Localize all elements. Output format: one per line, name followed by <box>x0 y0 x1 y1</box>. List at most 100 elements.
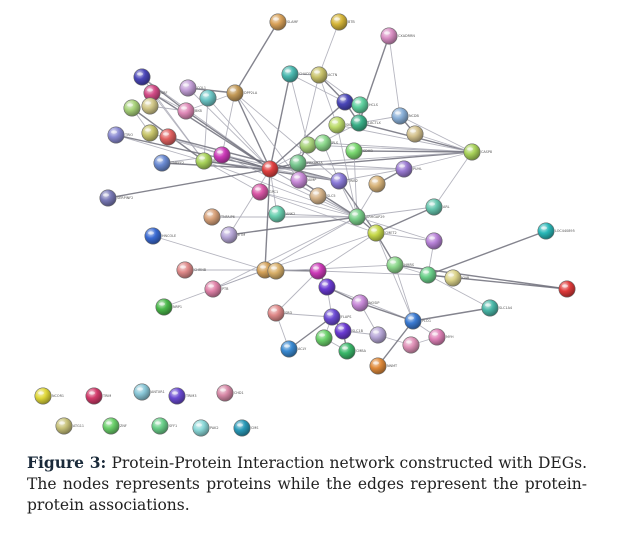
protein-node-circle[interactable] <box>369 357 387 375</box>
protein-node-circle[interactable] <box>267 304 285 322</box>
protein-node-circle[interactable] <box>280 340 298 358</box>
protein-node-circle[interactable] <box>85 387 103 405</box>
protein-node-circle[interactable] <box>481 299 499 317</box>
protein-node[interactable]: BTB <box>330 13 356 31</box>
protein-node[interactable]: ARHGAP29 <box>348 208 385 226</box>
protein-node[interactable] <box>402 336 420 354</box>
protein-node[interactable] <box>261 160 279 178</box>
protein-node-circle[interactable] <box>367 224 385 242</box>
protein-node-circle[interactable] <box>233 419 251 437</box>
protein-node[interactable]: GPC1 <box>251 183 278 201</box>
protein-node-circle[interactable] <box>168 387 186 405</box>
protein-node[interactable] <box>425 232 443 250</box>
protein-node[interactable]: RHD <box>195 152 221 170</box>
protein-node[interactable]: TRIB2 <box>330 172 358 190</box>
protein-node[interactable] <box>368 175 386 193</box>
protein-node-circle[interactable] <box>328 116 346 134</box>
protein-node[interactable]: PLS <box>314 134 338 152</box>
protein-node-circle[interactable] <box>34 387 52 405</box>
protein-node[interactable]: PTB <box>204 280 229 298</box>
protein-node-circle[interactable] <box>133 68 151 86</box>
protein-node[interactable]: NCDB <box>391 107 420 125</box>
protein-node-circle[interactable] <box>281 65 299 83</box>
protein-node[interactable] <box>141 124 159 142</box>
protein-node-circle[interactable] <box>133 383 151 401</box>
protein-node-circle[interactable] <box>428 328 446 346</box>
protein-node-circle[interactable] <box>155 298 173 316</box>
protein-node-circle[interactable] <box>153 154 171 172</box>
protein-node-circle[interactable] <box>99 189 117 207</box>
protein-node[interactable]: CHAD1 <box>281 65 311 83</box>
protein-node[interactable]: SDHB <box>345 142 374 160</box>
protein-node[interactable] <box>309 262 327 280</box>
protein-node[interactable]: ACTN <box>310 66 338 84</box>
protein-node-circle[interactable] <box>558 280 576 298</box>
protein-node[interactable]: TRIO <box>107 126 134 144</box>
protein-node[interactable]: ACLY <box>280 340 307 358</box>
protein-node-circle[interactable] <box>216 384 234 402</box>
protein-node-circle[interactable] <box>299 136 317 154</box>
protein-node[interactable]: CNR <box>444 269 470 287</box>
protein-node[interactable]: SRD <box>267 304 293 322</box>
protein-node[interactable] <box>406 125 424 143</box>
protein-node-circle[interactable] <box>107 126 125 144</box>
protein-node[interactable]: HCLS <box>351 96 378 114</box>
protein-node[interactable]: ATG11 <box>55 417 84 435</box>
protein-node-circle[interactable] <box>203 208 221 226</box>
protein-node[interactable]: SKA <box>328 116 354 134</box>
protein-node[interactable]: ETM <box>220 226 245 244</box>
protein-node-circle[interactable] <box>213 146 231 164</box>
protein-node-circle[interactable] <box>192 419 210 437</box>
protein-node[interactable]: CXADRRN <box>380 27 416 45</box>
protein-node[interactable] <box>159 128 177 146</box>
protein-node-circle[interactable] <box>318 278 336 296</box>
protein-node[interactable]: ANTXR1 <box>133 383 165 401</box>
protein-node-circle[interactable] <box>310 66 328 84</box>
protein-node[interactable]: NRP1 <box>155 298 182 316</box>
protein-node[interactable]: CMET2 <box>367 224 397 242</box>
protein-node-circle[interactable] <box>268 205 286 223</box>
protein-node[interactable]: PRKAR2A <box>289 154 324 172</box>
protein-node[interactable] <box>133 68 151 86</box>
protein-node-circle[interactable] <box>404 312 422 330</box>
protein-node-circle[interactable] <box>220 226 238 244</box>
protein-node[interactable]: SLC1B <box>334 322 364 340</box>
protein-node-circle[interactable] <box>309 262 327 280</box>
protein-node-circle[interactable] <box>368 175 386 193</box>
protein-node-circle[interactable] <box>141 97 159 115</box>
protein-node-circle[interactable] <box>380 27 398 45</box>
protein-node[interactable] <box>123 99 141 117</box>
protein-node-circle[interactable] <box>177 102 195 120</box>
protein-node-circle[interactable] <box>159 128 177 146</box>
protein-node[interactable]: PAK2 <box>192 419 219 437</box>
protein-node-circle[interactable] <box>267 262 285 280</box>
protein-node-circle[interactable] <box>323 308 341 326</box>
protein-node[interactable]: NCOR1 <box>34 387 64 405</box>
protein-node[interactable]: HMRS <box>386 256 414 274</box>
protein-node[interactable]: CHRNB <box>176 261 207 279</box>
protein-node-circle[interactable] <box>195 152 213 170</box>
protein-node[interactable] <box>213 146 231 164</box>
protein-node[interactable]: AIMP <box>290 171 316 189</box>
protein-node[interactable]: NOSIP <box>351 294 380 312</box>
protein-node[interactable]: HNCOLE <box>144 227 176 245</box>
protein-node[interactable]: CASP8 <box>463 143 492 161</box>
protein-node[interactable]: ARL <box>425 198 450 216</box>
protein-node[interactable]: ANK2 <box>268 205 295 223</box>
protein-node-circle[interactable] <box>330 172 348 190</box>
protein-node-circle[interactable] <box>463 143 481 161</box>
protein-node-circle[interactable] <box>444 269 462 287</box>
protein-node[interactable]: LOC440895 <box>537 222 575 240</box>
protein-node-circle[interactable] <box>204 280 222 298</box>
protein-node[interactable]: SLC5 <box>309 187 336 205</box>
protein-node[interactable]: SRF <box>143 84 168 102</box>
protein-node-circle[interactable] <box>351 294 369 312</box>
protein-node-circle[interactable] <box>55 417 73 435</box>
protein-node[interactable] <box>419 266 437 284</box>
protein-node-circle[interactable] <box>289 154 307 172</box>
protein-node-circle[interactable] <box>330 13 348 31</box>
protein-node[interactable]: TRIM <box>85 387 112 405</box>
protein-node[interactable]: PLCG <box>404 312 432 330</box>
protein-node-circle[interactable] <box>336 93 354 111</box>
protein-node-circle[interactable] <box>348 208 366 226</box>
